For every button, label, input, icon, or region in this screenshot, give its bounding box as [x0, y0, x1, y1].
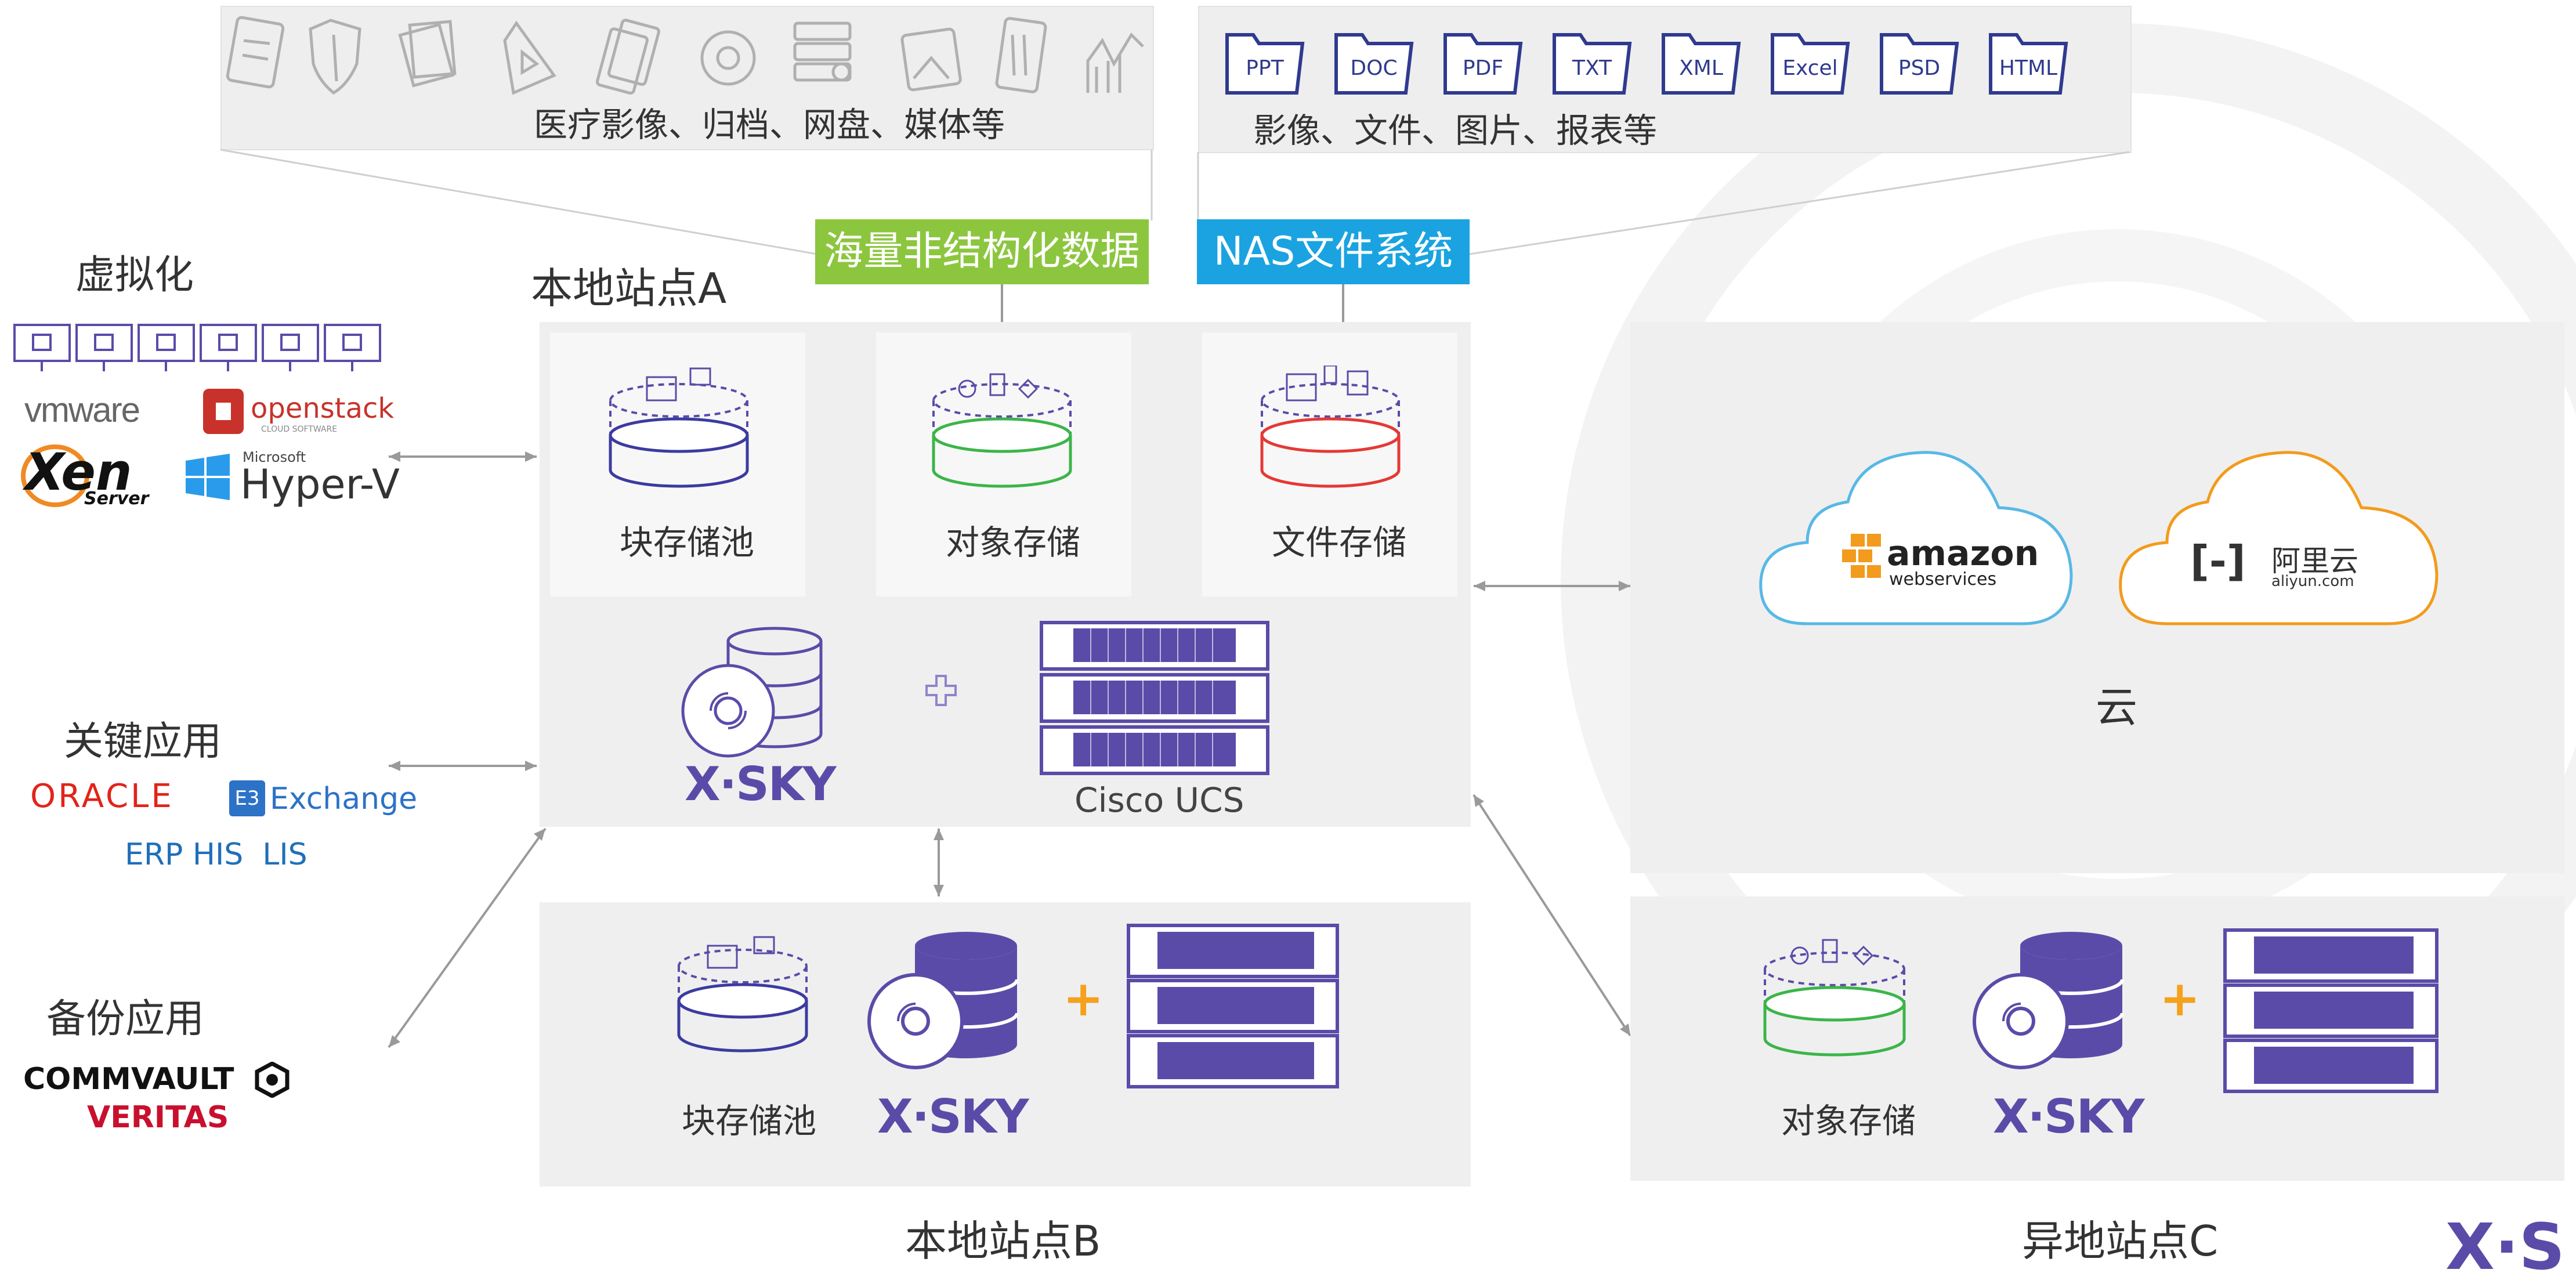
amazon-sub: webservices: [1889, 569, 1997, 589]
tag-nas-filesystem: NAS文件系统: [1197, 219, 1470, 284]
file-type-excel: Excel: [1767, 26, 1854, 96]
site-c-title: 异地站点C: [2022, 1217, 2219, 1265]
file-type-label: TXT: [1572, 56, 1612, 80]
site-c-server-icon: [2223, 928, 2438, 1093]
file-type-label: PSD: [1898, 56, 1941, 80]
xen-sub: Server: [84, 489, 149, 509]
aliyun-mark-icon: [-]: [2190, 537, 2246, 585]
site-b-server-icon: [1127, 924, 1339, 1088]
file-type-label: PDF: [1462, 56, 1504, 80]
site-c-xsky-logo: X·SKY: [1993, 1090, 2145, 1144]
image-icon: [900, 27, 962, 92]
aliyun-cloud-icon: [2119, 451, 2438, 625]
xsky-logo-a: X·SKY: [685, 757, 837, 811]
veritas-logo: VERITAS: [87, 1100, 229, 1135]
exchange-logo: E3 Exchange: [229, 779, 417, 821]
site-c-plus-icon: +: [2159, 970, 2201, 1027]
site-b-xsky-logo: X·SKY: [877, 1090, 1029, 1144]
file-type-label: HTML: [1999, 56, 2058, 80]
play-icon: [503, 20, 556, 95]
oracle-logo: ORACLE: [30, 777, 174, 815]
cisco-ucs-label: Cisco UCS: [1074, 780, 1244, 820]
backup-apps-title: 备份应用: [46, 996, 205, 1042]
arrow-backup: [388, 827, 547, 1048]
aliyun-label: 阿里云: [2271, 544, 2358, 578]
file-type-xml: XML: [1658, 26, 1745, 96]
file-types-caption: 影像、文件、图片、报表等: [1253, 111, 1658, 150]
amazon-logo: amazon webservices: [1839, 531, 2039, 595]
site-b-block-pool-icon: [677, 936, 808, 1052]
plus-icon: [925, 675, 957, 706]
file-storage-card: [1202, 332, 1457, 596]
media-types-caption: 医疗影像、归档、网盘、媒体等: [534, 105, 1005, 144]
file-type-label: DOC: [1350, 56, 1398, 80]
shield-icon: [309, 19, 361, 95]
site-c-object-storage-label: 对象存储: [1781, 1101, 1916, 1141]
aliyun-logo: [-] 阿里云 aliyun.com: [2190, 537, 2376, 595]
site-b-title: 本地站点B: [905, 1217, 1101, 1265]
xen-swoosh-icon: [21, 444, 89, 507]
hyper-v-label: Hyper-V: [240, 461, 400, 508]
exchange-badge-icon: E3: [229, 780, 265, 816]
block-pool-card: [550, 332, 805, 596]
site-b-block-pool-label: 块存储池: [682, 1101, 817, 1141]
file-type-txt: TXT: [1549, 26, 1636, 96]
virtualization-title: 虚拟化: [75, 252, 194, 298]
exchange-label: Exchange: [270, 782, 418, 816]
site-a-title: 本地站点A: [531, 264, 727, 313]
file-type-pdf: PDF: [1439, 26, 1526, 96]
key-apps-title: 关键应用: [64, 719, 222, 765]
stack-icon: [398, 20, 457, 88]
commvault-label: COMMVAULT: [23, 1062, 234, 1097]
file-type-psd: PSD: [1876, 26, 1963, 96]
cisco-server-icon: [1040, 621, 1269, 775]
xen-server-logo: Xen Server: [20, 441, 177, 511]
site-b-plus-icon: +: [1063, 970, 1104, 1027]
aws-cubes-icon: [1842, 534, 1881, 578]
amazon-cloud-icon: [1759, 451, 2073, 625]
block-pool-label: 块存储池: [620, 523, 755, 562]
hyper-v-logo: Microsoft Hyper-V: [184, 447, 400, 508]
file-storage-disk-icon: [1260, 366, 1401, 488]
file-type-html: HTML: [1985, 26, 2072, 96]
tag-unstructured-data: 海量非结构化数据: [815, 219, 1149, 284]
file-storage-label: 文件存储: [1272, 523, 1407, 562]
vmware-logo: vmware: [24, 390, 140, 429]
aliyun-sub: aliyun.com: [2271, 573, 2354, 590]
file-type-label: XML: [1679, 56, 1723, 80]
xen-label: Xen: [25, 442, 132, 502]
file-type-doc: DOC: [1330, 26, 1417, 96]
server-icon: [793, 21, 852, 82]
corner-xsky-logo: X·S: [2445, 1210, 2565, 1284]
key-apps-list: ERP HIS LIS: [125, 837, 307, 872]
files-icon: [595, 19, 660, 95]
gear-icon: [700, 30, 756, 86]
media-icons-row: [226, 16, 1144, 95]
commvault-logo: COMMVAULT: [23, 1062, 296, 1102]
openstack-label: openstack: [251, 392, 395, 425]
object-storage-label: 对象存储: [946, 523, 1081, 562]
amazon-label: amazon: [1887, 533, 2039, 574]
site-b-xsky-db-icon: [867, 932, 1019, 1069]
openstack-logo: openstack CLOUD SOFTWARE: [203, 388, 394, 440]
xsky-db-icon: [681, 627, 823, 758]
document-icon: [226, 16, 285, 89]
openstack-mark-icon: [203, 389, 244, 434]
chart-icon: [1086, 32, 1144, 93]
cloud-title: 云: [2096, 683, 2138, 732]
archive-icon: [995, 17, 1047, 93]
monitor-icons: [13, 324, 381, 371]
commvault-mark-icon: [255, 1062, 290, 1098]
windows-icon: [186, 454, 230, 500]
file-type-ppt: PPT: [1221, 26, 1308, 96]
file-type-label: Excel: [1782, 56, 1838, 80]
openstack-sub: CLOUD SOFTWARE: [261, 425, 338, 434]
site-c-object-storage-icon: [1763, 939, 1906, 1057]
hyper-v-ms: Microsoft: [243, 449, 306, 465]
object-storage-disk-icon: [932, 373, 1072, 488]
site-c-xsky-db-icon: [1973, 932, 2124, 1069]
arrow-site-a-c: [1472, 794, 1631, 1037]
block-pool-disk-icon: [609, 367, 749, 488]
file-type-label: PPT: [1246, 56, 1284, 80]
